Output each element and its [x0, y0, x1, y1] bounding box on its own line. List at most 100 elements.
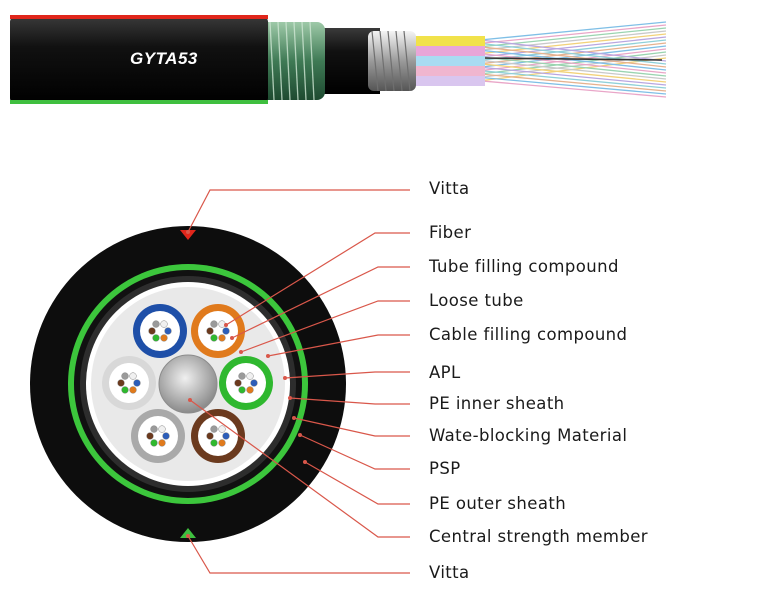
- leader-tube-filling: [231, 266, 410, 339]
- fiber-core: [162, 432, 170, 440]
- label-cable-filling: Cable filling compound: [429, 325, 628, 344]
- vitta-green-stripe: [10, 100, 268, 104]
- fiber-core: [150, 439, 158, 447]
- vitta-red-stripe: [10, 15, 268, 19]
- fiber-core: [158, 425, 166, 433]
- fiber-strand: [479, 21, 667, 41]
- leader-dot: [230, 336, 234, 340]
- fiber-core: [160, 320, 168, 328]
- tube-light-blue: [410, 56, 485, 66]
- vitta-marker-green: [180, 528, 196, 538]
- fiber-core: [206, 327, 214, 335]
- leader-psp: [299, 434, 410, 470]
- fiber-strand: [479, 39, 667, 62]
- fiber-strand: [479, 46, 667, 68]
- tube-brown: [191, 409, 245, 463]
- fiber-core: [238, 372, 246, 380]
- leader-loose-tube: [240, 300, 410, 353]
- label-loose-tube: Loose tube: [429, 291, 524, 310]
- fiber-core: [158, 439, 166, 447]
- tube-pink: [410, 46, 485, 56]
- leader-dot: [186, 534, 190, 538]
- tube-green: [219, 356, 273, 410]
- leader-dot: [266, 354, 270, 358]
- leader-dot: [188, 398, 192, 402]
- cable-side-view: GYTA53: [10, 15, 667, 104]
- fiber-core: [129, 372, 137, 380]
- fiber-core: [129, 386, 137, 394]
- fiber-strand: [479, 69, 667, 89]
- vitta-marker-red: [180, 230, 196, 240]
- leader-vitta-top: [187, 189, 410, 233]
- fiber-core: [121, 372, 129, 380]
- fiber-core: [238, 386, 246, 394]
- fiber-core: [218, 439, 226, 447]
- leader-water-blocking: [293, 417, 410, 437]
- tube-white: [102, 356, 156, 410]
- fiber-fanout: [479, 21, 667, 98]
- label-water-blocking: Wate-blocking Material: [429, 426, 628, 445]
- leader-dot: [283, 376, 287, 380]
- fiber-core: [164, 327, 172, 335]
- fiber-strand: [479, 49, 667, 71]
- tube-yellow: [410, 36, 485, 46]
- tube-orange: [191, 304, 245, 358]
- label-psp: PSP: [429, 459, 461, 478]
- cable-model-text: GYTA53: [130, 49, 198, 68]
- fiber-core: [121, 386, 129, 394]
- tube-lavender: [410, 76, 485, 86]
- fiber-core: [117, 379, 125, 387]
- fiber-core: [160, 334, 168, 342]
- fiber-core: [150, 425, 158, 433]
- fiber-core: [210, 425, 218, 433]
- cable-cross-section: [30, 226, 346, 542]
- tube-gray: [131, 409, 185, 463]
- fiber-strand: [479, 52, 667, 74]
- fiber-core: [222, 432, 230, 440]
- leader-pe-outer: [304, 461, 410, 505]
- leader-pe-inner: [289, 397, 410, 405]
- label-vitta-bottom: Vitta: [429, 563, 470, 582]
- fiber-core: [152, 320, 160, 328]
- label-vitta-top: Vitta: [429, 179, 470, 198]
- fiber-core: [250, 379, 258, 387]
- leader-fiber: [225, 232, 410, 326]
- fiber-strand: [479, 80, 667, 98]
- label-apl: APL: [429, 363, 461, 382]
- fiber-core: [210, 320, 218, 328]
- tube-blue: [133, 304, 187, 358]
- steel-tape-segment: [368, 30, 416, 92]
- leader-dot: [239, 350, 243, 354]
- fiber-core: [246, 386, 254, 394]
- fiber-core: [206, 432, 214, 440]
- fiber-core: [218, 425, 226, 433]
- fiber-core: [218, 334, 226, 342]
- label-tube-filling: Tube filling compound: [429, 257, 619, 276]
- fiber-core: [148, 327, 156, 335]
- fiber-strand: [479, 24, 667, 45]
- leader-apl: [284, 371, 410, 379]
- fiber-strand: [479, 56, 667, 77]
- outer-sheath-segment: [10, 16, 268, 104]
- leader-dot: [303, 460, 307, 464]
- fiber-core: [152, 334, 160, 342]
- leader-vitta-bottom: [187, 535, 410, 574]
- leader-dot: [298, 433, 302, 437]
- label-pe-inner: PE inner sheath: [429, 394, 565, 413]
- leader-dot: [292, 416, 296, 420]
- fiber-core: [210, 334, 218, 342]
- fiber-core: [210, 439, 218, 447]
- leader-dot: [224, 323, 228, 327]
- fiber-strand: [479, 76, 667, 95]
- loose-tubes: [102, 304, 273, 463]
- label-central-member: Central strength member: [429, 527, 648, 546]
- fiber-strand: [479, 57, 663, 61]
- fiber-strand: [479, 59, 667, 80]
- fiber-strand: [479, 63, 667, 83]
- leader-cable-filling: [267, 334, 410, 357]
- fiber-core: [222, 327, 230, 335]
- fiber-core: [246, 372, 254, 380]
- fiber-core: [133, 379, 141, 387]
